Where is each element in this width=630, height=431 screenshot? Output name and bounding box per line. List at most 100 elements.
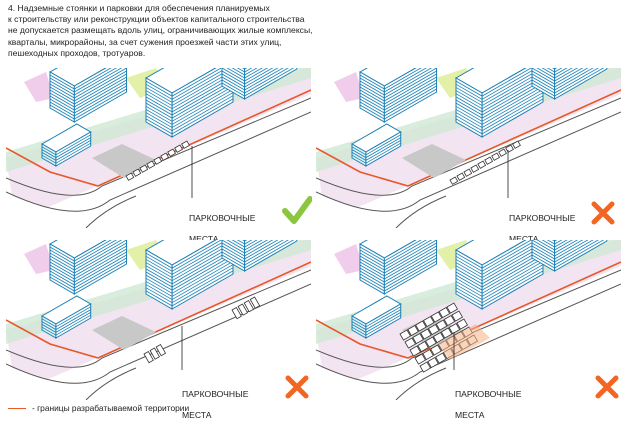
building-floor-line: [49, 261, 75, 277]
building-floor-line: [145, 102, 173, 119]
building-floor-line: [221, 68, 245, 82]
building-floor-line: [351, 154, 367, 164]
cross-icon: [285, 375, 309, 399]
building-floor-line: [74, 240, 117, 265]
building-floor-line: [455, 99, 483, 116]
building-floor-line: [226, 68, 245, 79]
building-floor-line: [384, 245, 437, 277]
building-floor-line: [221, 82, 245, 97]
building-floor-line: [384, 251, 437, 283]
building-floor-line: [41, 321, 57, 330]
building-floor-line: [554, 68, 584, 85]
building-floor-line: [244, 68, 284, 91]
building-floor-line: [455, 262, 483, 278]
building-floor-line: [244, 240, 274, 257]
curb-line: [6, 97, 311, 196]
building-floor-line: [74, 68, 127, 99]
parking-space: [420, 328, 432, 340]
parking-space: [463, 168, 473, 177]
building-floor-line: [49, 74, 75, 90]
building: [350, 123, 402, 167]
building-floor-line: [49, 104, 75, 120]
parking-label: ПАРКОВОЧНЫЕ МЕСТА: [189, 202, 255, 255]
building-floor-line: [74, 85, 127, 117]
building-floor-line: [244, 68, 274, 85]
pink-area: [334, 72, 364, 102]
building-floor-line: [49, 77, 75, 93]
building-floor-line: [49, 249, 75, 265]
pink-strip: [6, 68, 311, 208]
building-floor-line: [359, 101, 385, 117]
pink-area: [24, 244, 54, 274]
parking-space: [415, 320, 427, 332]
parking-space: [155, 343, 167, 357]
building-floor-line: [384, 254, 437, 286]
parking-space: [237, 303, 248, 316]
building-floor-line: [171, 261, 234, 297]
parking-space: [143, 350, 154, 364]
building-floor-line: [74, 82, 127, 114]
pink-area: [334, 244, 364, 274]
building-floor-line: [531, 242, 555, 257]
building-face-right: [55, 131, 92, 167]
parking-space: [440, 327, 453, 339]
building-floor-line: [74, 240, 123, 268]
parking-space: [456, 172, 466, 181]
building: [531, 68, 608, 100]
building-floor-line: [145, 112, 173, 128]
building-floor-line: [546, 240, 555, 245]
building-floor-line: [554, 68, 573, 79]
diagram-panel-narrowed-road: ПАРКОВОЧНЫЕ МЕСТА: [6, 240, 311, 420]
parking-space: [438, 306, 451, 319]
building-floor-line: [481, 254, 544, 291]
building-floor-line: [145, 259, 173, 275]
building-floor-line: [145, 93, 173, 110]
parking-space: [491, 152, 501, 161]
building-floor-line: [41, 146, 57, 156]
parking-space: [427, 356, 439, 369]
building-floor-line: [49, 252, 75, 268]
building-floor-line: [455, 274, 483, 291]
building-floor-line: [145, 268, 173, 285]
building-floor-line: [236, 240, 245, 245]
diagram-panel-parking-on-road: ПАРКОВОЧНЫЕ МЕСТА: [316, 240, 621, 420]
curb-line: [316, 269, 621, 368]
building-floor-line: [384, 85, 437, 117]
building-floor-line: [455, 265, 483, 282]
parking-label: ПАРКОВОЧНЫЕ МЕСТА: [509, 202, 575, 255]
building-floor-line: [74, 251, 127, 283]
building-floor-line: [455, 271, 483, 288]
building-floor-line: [359, 89, 385, 105]
building-floor-line: [171, 95, 234, 132]
curb-line: [316, 283, 621, 384]
intro-line: пешеходных проходов, тротуаров.: [8, 47, 146, 58]
building-floor-line: [455, 105, 483, 122]
building-floor-line: [536, 240, 555, 251]
building-floor-line: [171, 92, 234, 128]
building: [144, 240, 234, 310]
building-floor-line: [481, 267, 544, 304]
building-floor-line: [531, 70, 555, 85]
building-floor-line: [49, 83, 75, 99]
curb-line: [6, 269, 311, 368]
building-floor-line: [351, 152, 367, 161]
building-floor-line: [171, 68, 222, 97]
parking-space: [422, 315, 435, 328]
building-floor-line: [384, 248, 437, 280]
building-floor-line: [49, 267, 75, 283]
building-floor-line: [531, 240, 555, 254]
building-floor-line: [41, 326, 57, 336]
building-floor-line: [455, 118, 483, 135]
building-floor-line: [41, 149, 57, 158]
building-floor-line: [41, 154, 57, 164]
diagram-panel-narrowed-sidewalk: ПАРКОВОЧНЫЕ МЕСТА: [316, 68, 621, 244]
building-floor-line: [74, 68, 112, 90]
building-floor-line: [365, 309, 401, 330]
building-floor-line: [145, 262, 173, 278]
building-floor-line: [455, 255, 483, 272]
building-floor-line: [221, 73, 245, 88]
building-floor-line: [74, 245, 127, 277]
building-floor-line: [384, 68, 427, 93]
building-floor-line: [359, 255, 385, 271]
parking-space: [419, 361, 432, 373]
